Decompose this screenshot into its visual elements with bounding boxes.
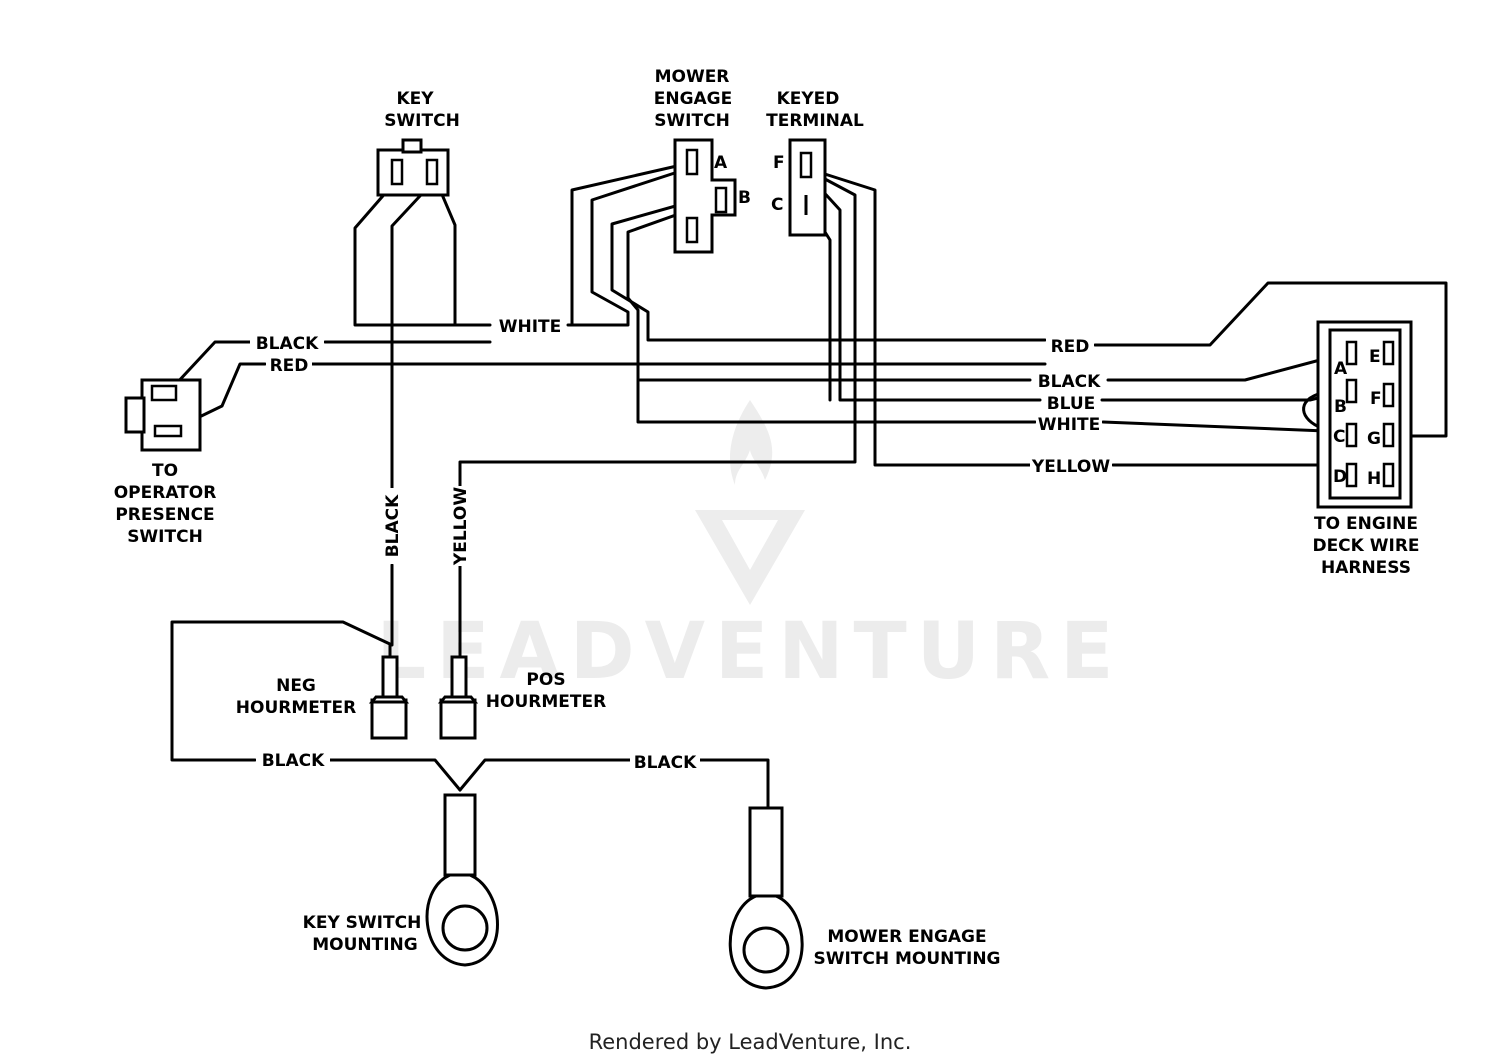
- label-key-switch-mounting-2: MOUNTING: [312, 935, 418, 955]
- label-pos-hourmeter-1: POS: [526, 670, 565, 690]
- mower-engage-pin-a: [685, 148, 699, 176]
- label-key-switch-1: KEY: [396, 89, 434, 109]
- label-operator-4: SWITCH: [127, 527, 203, 547]
- pin-label-harness-g: G: [1367, 429, 1381, 449]
- wire-label-white-top: WHITE: [499, 317, 562, 337]
- pin-label-harness-d: D: [1333, 467, 1347, 487]
- operator-presence-connector: [124, 378, 202, 452]
- wires: [158, 161, 1448, 810]
- key-switch-ring-terminal: [425, 793, 499, 967]
- wire-label-white-right: WHITE: [1038, 415, 1101, 435]
- wire-label-black-top: BLACK: [256, 334, 319, 354]
- harness-pin-h: [1382, 462, 1395, 488]
- pin-label-keyed-c: C: [771, 195, 783, 215]
- label-harness-1: TO ENGINE: [1314, 514, 1418, 534]
- wire-label-yellow-right: YELLOW: [1031, 457, 1110, 477]
- harness-pin-f: [1382, 382, 1395, 408]
- pin-label-harness-a: A: [1334, 359, 1348, 379]
- key-switch-pin-right: [425, 158, 439, 186]
- harness-pin-b: [1345, 378, 1358, 404]
- wire-label-black-vertical: BLACK: [383, 494, 403, 557]
- label-mower-engage-2: ENGAGE: [654, 89, 733, 109]
- watermark-flame-icon: [730, 400, 773, 485]
- pin-label-harness-b: B: [1334, 397, 1347, 417]
- wire-label-red-right: RED: [1051, 337, 1090, 357]
- harness-pin-g: [1382, 422, 1395, 448]
- label-operator-3: PRESENCE: [115, 505, 214, 525]
- label-mower-engage-3: SWITCH: [654, 111, 730, 131]
- label-harness-2: DECK WIRE: [1312, 536, 1419, 556]
- label-keyed-terminal-1: KEYED: [777, 89, 840, 109]
- pin-label-mower-a: A: [714, 153, 728, 173]
- key-switch: [376, 138, 450, 197]
- label-keyed-terminal-2: TERMINAL: [766, 111, 864, 131]
- wire-label-black-bottom-left: BLACK: [262, 751, 325, 771]
- wire-label-black-bottom-right: BLACK: [634, 753, 697, 773]
- wire-white-top: [570, 166, 692, 327]
- pos-hourmeter-terminal: [437, 655, 479, 740]
- wire-label-blue: BLUE: [1047, 394, 1096, 414]
- neg-hourmeter-terminal: [368, 655, 410, 740]
- label-key-switch-mounting-1: KEY SWITCH: [303, 913, 422, 933]
- wire-key-switch-loop: [353, 180, 492, 327]
- label-operator-1: TO: [152, 461, 178, 481]
- key-switch-pin-left: [390, 158, 404, 186]
- mower-engage-pin-3: [685, 216, 699, 244]
- label-key-switch-2: SWITCH: [384, 111, 460, 131]
- wire-label-yellow-vertical: YELLOW: [451, 487, 471, 566]
- mower-engage-ring-terminal: [728, 806, 804, 990]
- pin-label-mower-b: B: [738, 188, 751, 208]
- keyed-terminal-pin-f: [799, 151, 813, 179]
- harness-pin-a: [1345, 340, 1358, 366]
- label-neg-hourmeter-2: HOURMETER: [236, 698, 356, 718]
- label-mower-engage-1: MOWER: [655, 67, 730, 87]
- wire-labels: WHITE BLACK RED RED BLACK BLUE WHITE YEL…: [250, 314, 1112, 773]
- footer-credit: Rendered by LeadVenture, Inc.: [588, 1030, 912, 1054]
- pin-label-harness-c: C: [1333, 427, 1345, 447]
- label-operator-2: OPERATOR: [114, 483, 217, 503]
- harness-pin-d: [1345, 462, 1358, 488]
- pin-label-harness-h: H: [1367, 469, 1381, 489]
- engine-deck-harness-connector: [1316, 320, 1413, 509]
- keyed-terminal: [788, 138, 827, 237]
- pin-label-harness-e: E: [1369, 347, 1381, 367]
- wire-label-red-left: RED: [270, 356, 309, 376]
- mower-engage-pin-b: [714, 186, 728, 214]
- harness-pin-c: [1345, 422, 1358, 448]
- label-mower-engage-mounting-1: MOWER ENGAGE: [827, 927, 986, 947]
- wire-black-left: [173, 340, 252, 387]
- wire-label-black-right: BLACK: [1038, 372, 1101, 392]
- pin-label-harness-f: F: [1370, 389, 1382, 409]
- wire-key-switch-right: [433, 176, 457, 327]
- label-mower-engage-mounting-2: SWITCH MOUNTING: [813, 949, 1000, 969]
- label-harness-3: HARNESS: [1321, 558, 1411, 578]
- label-pos-hourmeter-2: HOURMETER: [486, 692, 606, 712]
- pin-labels: A B F C A B C D E F G H: [714, 153, 1382, 489]
- watermark-text: LEADVENTURE: [377, 607, 1124, 697]
- harness-pin-e: [1382, 340, 1395, 366]
- label-neg-hourmeter-1: NEG: [276, 676, 316, 696]
- component-labels: KEY SWITCH MOWER ENGAGE SWITCH KEYED TER…: [114, 67, 1420, 969]
- wire-key-switch-black-down: [390, 180, 435, 490]
- watermark: LEADVENTURE: [377, 400, 1124, 697]
- pin-label-keyed-f: F: [773, 153, 785, 173]
- mower-engage-switch: [673, 138, 737, 254]
- watermark-logo-icon: [695, 510, 805, 605]
